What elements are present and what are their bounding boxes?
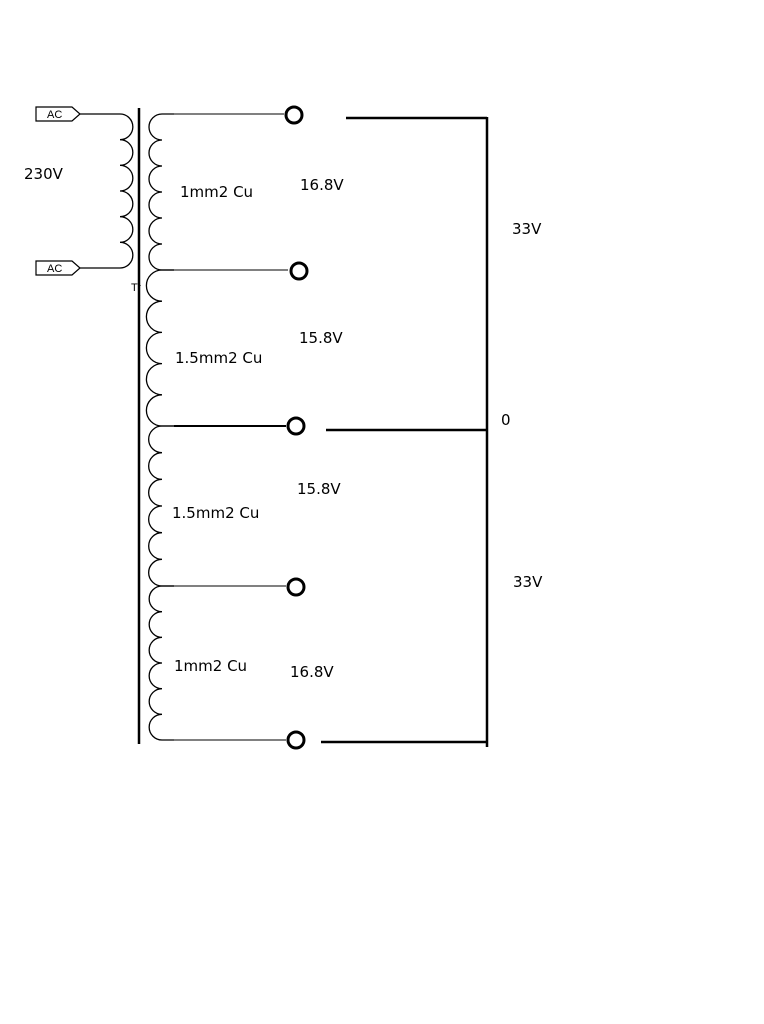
terminal-3-center-tap	[286, 416, 306, 436]
secondary-coil-1	[148, 113, 174, 271]
ac-input-top-label: AC	[47, 109, 62, 121]
terminal-4	[286, 577, 306, 597]
primary-voltage-label: 230V	[24, 165, 64, 183]
core-label: Tr	[131, 282, 141, 294]
terminal-5	[286, 730, 306, 750]
winding-3-wire-label: 1.5mm2 Cu	[172, 504, 259, 522]
secondary-coil-3	[148, 425, 174, 587]
winding-4-voltage-label: 16.8V	[290, 663, 334, 681]
output-wiring	[321, 116, 489, 747]
output-center-label: 0	[501, 411, 511, 429]
terminal-1	[284, 105, 304, 125]
primary-coil	[112, 113, 134, 269]
secondary-coil-2	[145, 269, 174, 427]
winding-2-voltage-label: 15.8V	[299, 329, 343, 347]
winding-2-wire-label: 1.5mm2 Cu	[175, 349, 262, 367]
tap-leads	[174, 113, 288, 741]
secondary-coil-4	[148, 585, 174, 741]
ac-input-bottom: AC	[35, 260, 112, 276]
ac-input-top: AC	[35, 106, 112, 122]
output-upper-voltage-label: 33V	[512, 220, 542, 238]
winding-4-wire-label: 1mm2 Cu	[174, 657, 247, 675]
secondary-coils	[145, 113, 174, 741]
winding-1-voltage-label: 16.8V	[300, 176, 344, 194]
output-lower-voltage-label: 33V	[513, 573, 543, 591]
winding-3-voltage-label: 15.8V	[297, 480, 341, 498]
winding-1-wire-label: 1mm2 Cu	[180, 183, 253, 201]
terminal-2	[289, 261, 309, 281]
ac-input-bottom-label: AC	[47, 263, 62, 275]
terminals	[284, 105, 309, 750]
